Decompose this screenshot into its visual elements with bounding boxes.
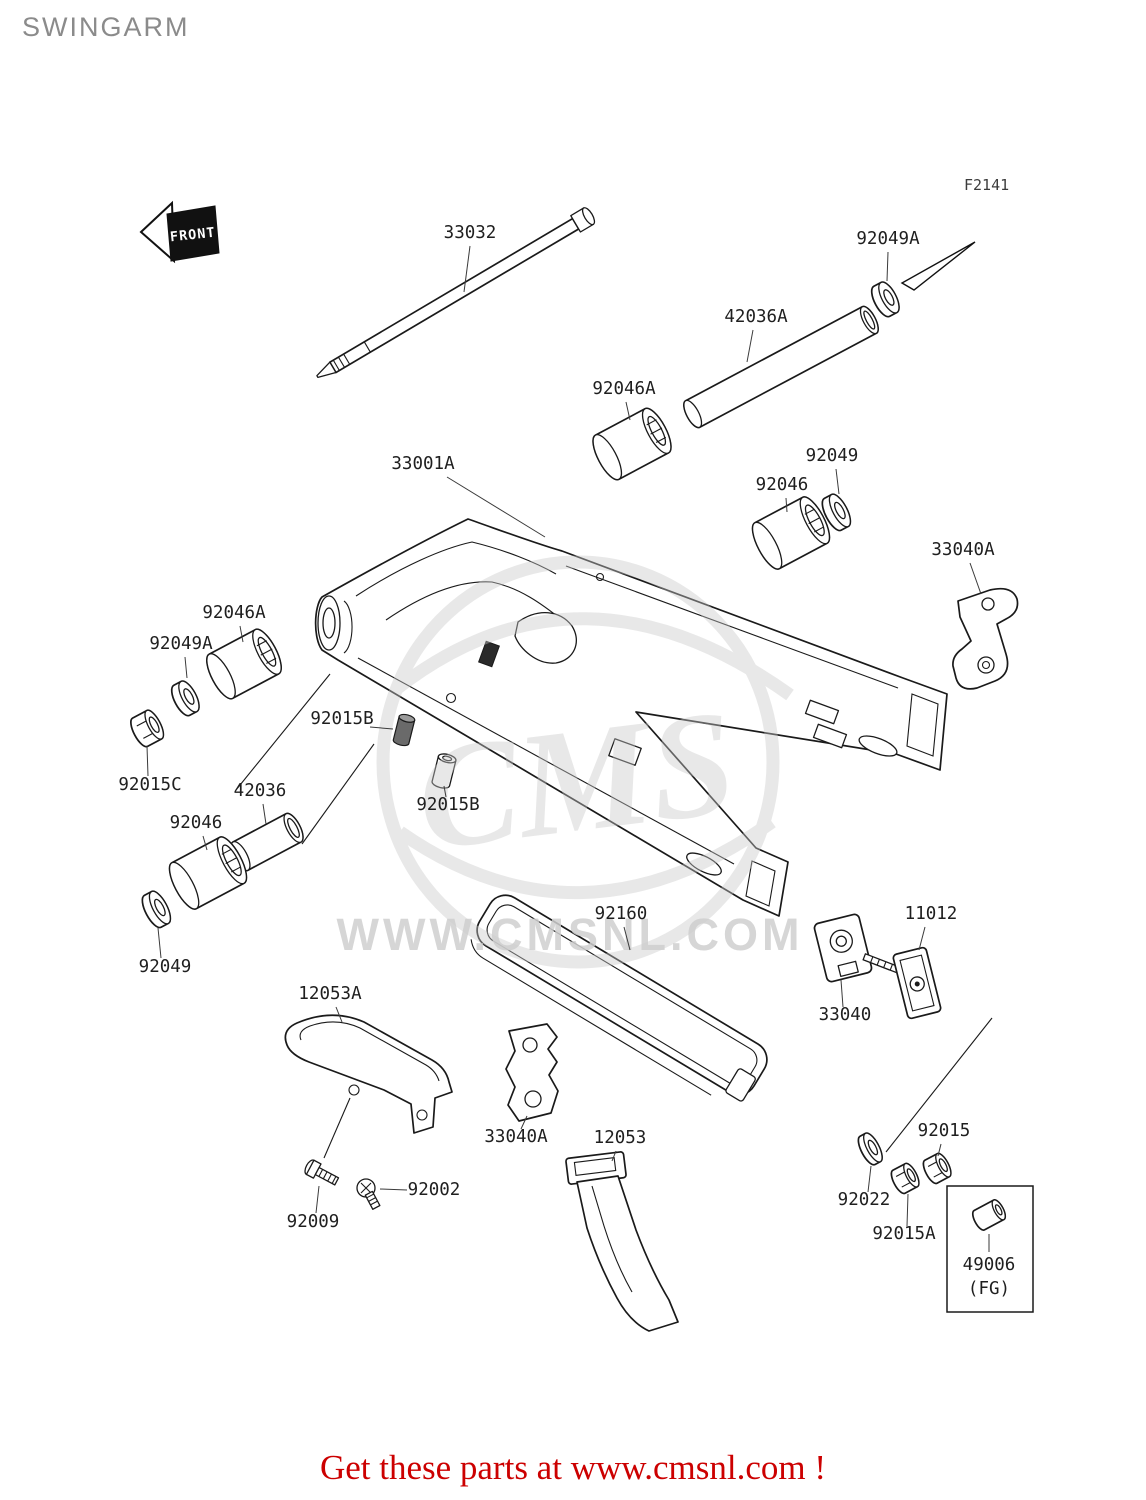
bearing-92046-right <box>751 496 831 570</box>
axle-shaft-33032 <box>316 207 596 379</box>
chain-guide-12053a <box>284 1014 453 1134</box>
part-label-92015C: 92015C <box>118 775 181 795</box>
guide-screw-line <box>323 1097 351 1159</box>
sleeve-tube-42036a <box>683 305 879 429</box>
chain-adjuster-33040a-right <box>952 587 1019 690</box>
part-label-11012: 11012 <box>905 904 958 924</box>
leader-line-11012 <box>918 926 926 951</box>
part-label-42036A: 42036A <box>724 307 788 327</box>
chain-guide-12053 <box>565 1151 679 1332</box>
bearing-92046a-top <box>592 407 672 481</box>
leader-line-42036 <box>262 803 267 825</box>
bearing-92046-left <box>168 836 248 910</box>
watermark: CMS <box>376 555 794 969</box>
swingarm-body-33001a <box>314 518 948 917</box>
chain-guard-92160 <box>470 894 768 1102</box>
leader-line-12053A <box>335 1006 343 1023</box>
leader-line-92009 <box>315 1185 320 1214</box>
leader-line-92046 <box>785 497 788 513</box>
leader-line-33032 <box>463 245 471 293</box>
leader-line-33040 <box>840 979 844 1008</box>
part-label-33040A: 33040A <box>931 540 995 560</box>
seal-92049a-left <box>170 680 200 717</box>
part-label-12053: 12053 <box>594 1128 647 1148</box>
part-label-92046A: 92046A <box>202 603 266 623</box>
part-label-42036: 42036 <box>234 781 287 801</box>
leader-line-92015 <box>937 1143 942 1157</box>
part-label-92049A: 92049A <box>856 229 920 249</box>
part-label-92009: 92009 <box>287 1212 340 1232</box>
part-label-92022: 92022 <box>838 1190 891 1210</box>
leader-line-92049 <box>835 468 840 495</box>
part-label-92046A: 92046A <box>592 379 656 399</box>
part-label-92015A: 92015A <box>872 1224 936 1244</box>
direction-pointer <box>900 241 976 291</box>
nut-92015a <box>890 1162 920 1195</box>
leader-line-92015B <box>443 785 447 798</box>
adjuster-plate-11012 <box>892 946 942 1020</box>
leader-line-33001A <box>446 476 546 538</box>
seal-92049a-top <box>870 281 900 318</box>
nut-92015c <box>130 709 165 748</box>
part-label-92046: 92046 <box>756 475 809 495</box>
axis-line-left-lower <box>301 743 375 845</box>
axis-line-bottom-right <box>885 1017 993 1153</box>
part-label-12053A: 12053A <box>298 984 362 1004</box>
leader-line-92002 <box>379 1188 408 1191</box>
part-label-33001A: 33001A <box>391 454 455 474</box>
part-label-92160: 92160 <box>595 904 648 924</box>
part-label-(FG): (FG) <box>968 1279 1010 1299</box>
part-label-92002: 92002 <box>408 1180 461 1200</box>
leader-line-33040A <box>520 1115 528 1130</box>
leader-line-92049A <box>886 251 889 282</box>
leader-line-92049A <box>184 656 188 679</box>
leader-line-12053 <box>611 1150 617 1162</box>
bearing-92046a-left <box>206 628 282 700</box>
leader-line-92160 <box>623 926 631 951</box>
watermark-logo: CMS <box>409 679 744 882</box>
leader-line-92022 <box>867 1165 872 1193</box>
leader-line-42036A <box>746 329 754 363</box>
axis-line-left <box>235 673 331 791</box>
leader-line-92015C <box>146 745 149 777</box>
nut-92015 <box>922 1152 952 1185</box>
leader-line-92046 <box>202 835 208 851</box>
bush-92015b-lower <box>431 753 457 789</box>
part-label-92015B: 92015B <box>416 795 479 815</box>
seal-92049-right <box>821 493 852 532</box>
part-label-92049: 92049 <box>139 957 192 977</box>
screw-92009 <box>304 1159 340 1186</box>
part-label-33040A: 33040A <box>484 1127 548 1147</box>
washer-92022 <box>857 1132 883 1166</box>
part-label-92046: 92046 <box>170 813 223 833</box>
front-arrow: FRONT <box>139 200 220 264</box>
chain-adjuster-33040 <box>813 913 873 983</box>
front-label: FRONT <box>169 225 216 246</box>
figure-code: F2141 <box>964 176 1010 194</box>
part-label-92049: 92049 <box>806 446 859 466</box>
part-label-92015B: 92015B <box>310 709 373 729</box>
watermark-site-text: WWW.CMSNL.COM <box>337 909 804 960</box>
part-label-49006: 49006 <box>963 1255 1016 1275</box>
bush-92015b-upper <box>392 713 416 747</box>
leader-line-92046A <box>625 401 631 421</box>
collar-49006-box <box>946 1185 1034 1313</box>
part-label-33032: 33032 <box>444 223 497 243</box>
part-label-33040: 33040 <box>819 1005 872 1025</box>
leader-line-92049 <box>157 927 162 959</box>
part-label-92015: 92015 <box>918 1121 971 1141</box>
screw-92002 <box>356 1178 381 1210</box>
part-label-92049A: 92049A <box>149 634 213 654</box>
part-labels-layer: 33032 92049A 42036A 92046A 33001A 92046 92049 3… <box>118 223 1015 1299</box>
leader-line-92015B <box>369 726 394 730</box>
bracket-33040a-bottom <box>505 1023 559 1122</box>
leader-line-92046A <box>239 625 244 643</box>
footer-link[interactable]: Get these parts at www.cmsnl.com ! <box>319 1448 827 1487</box>
leader-line-92015A <box>906 1193 909 1227</box>
page-title: SWINGARM <box>22 12 190 42</box>
leader-line-33040A <box>969 562 982 595</box>
seal-92049-left <box>141 890 172 929</box>
